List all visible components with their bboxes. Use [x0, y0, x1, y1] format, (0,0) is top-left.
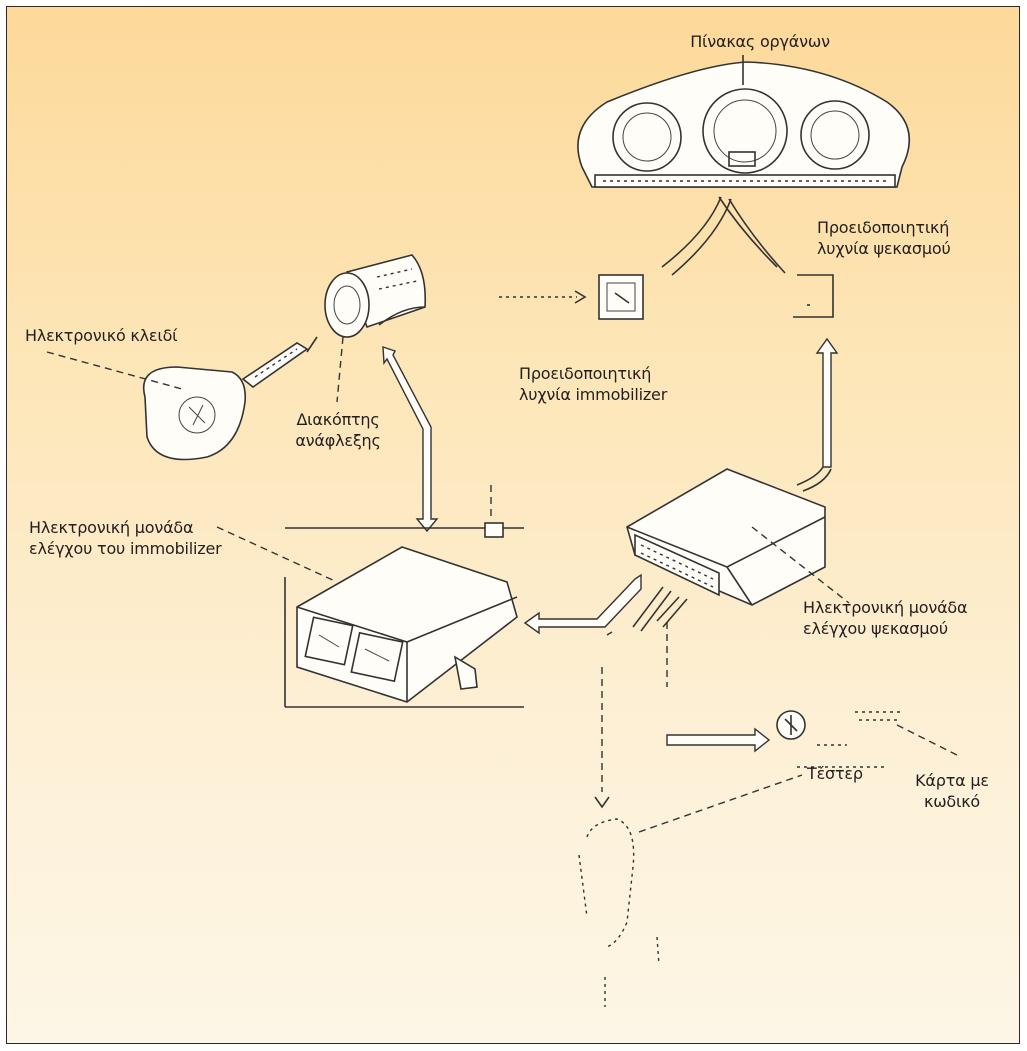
- label-code-card-line1: Κάρτα με: [915, 771, 989, 790]
- label-injection-ecu: Ηλεκτρονική μονάδα ελέγχου ψεκασμού: [803, 597, 968, 639]
- label-ignition-switch-line1: Διακόπτης: [296, 410, 380, 429]
- label-injection-warning-light-line1: Προειδοποιητική: [817, 218, 950, 237]
- label-tester: Τέστερ: [807, 764, 863, 783]
- label-immobilizer-warning-light-line2: λυχνία immobilizer: [519, 385, 668, 404]
- label-injection-ecu-line1: Ηλεκτρονική μονάδα: [803, 598, 968, 617]
- label-instrument-panel: Πίνακας οργάνων: [690, 32, 830, 51]
- label-immobilizer-ecu: Ηλεκτρονική μονάδα ελέγχου του immobiliz…: [29, 517, 222, 559]
- label-immobilizer-warning-light-line1: Προειδοποιητική: [519, 364, 652, 383]
- label-ignition-switch: Διακόπτης ανάφλεξης: [283, 409, 393, 451]
- label-electronic-key: Ηλεκτρονικό κλειδί: [25, 326, 178, 345]
- panel-connection-arrows: [661, 196, 786, 276]
- ignition-switch-drawing: [306, 254, 427, 403]
- injection-lamp-drawing: [793, 274, 834, 318]
- code-card-drawing: [666, 710, 958, 768]
- label-code-card-line2: κωδικό: [923, 792, 981, 811]
- ignition-ecu-arrow: [382, 346, 439, 533]
- immobilizer-ecu-drawing: [216, 485, 524, 708]
- label-injection-warning-light: Προειδοποιητική λυχνία ψεκασμού: [817, 217, 951, 259]
- electronic-key-drawing: [46, 342, 309, 461]
- injection-ecu-to-lamp-arrow: [796, 337, 839, 492]
- label-immobilizer-ecu-line2: ελέγχου του immobilizer: [29, 539, 222, 558]
- label-ignition-switch-line2: ανάφλεξης: [295, 431, 381, 450]
- label-injection-warning-light-line2: λυχνία ψεκασμού: [817, 239, 951, 258]
- label-immobilizer-ecu-line1: Ηλεκτρονική μονάδα: [29, 518, 194, 537]
- label-injection-ecu-line2: ελέγχου ψεκασμού: [803, 619, 948, 638]
- injection-ecu-arrows: [523, 573, 688, 809]
- label-immobilizer-warning-light: Προειδοποιητική λυχνία immobilizer: [519, 363, 667, 405]
- tester-drawing: [578, 774, 803, 1007]
- injection-ecu-drawing: [626, 468, 850, 606]
- instrument-panel-drawing: [577, 55, 911, 188]
- diagram-frame: Πίνακας οργάνων Προειδοποιητική λυχνία ψ…: [6, 6, 1020, 1044]
- immobilizer-lamp-drawing: [499, 274, 644, 320]
- immobilizer-system-diagram: [46, 55, 958, 1007]
- label-code-card: Κάρτα με κωδικό: [907, 770, 997, 812]
